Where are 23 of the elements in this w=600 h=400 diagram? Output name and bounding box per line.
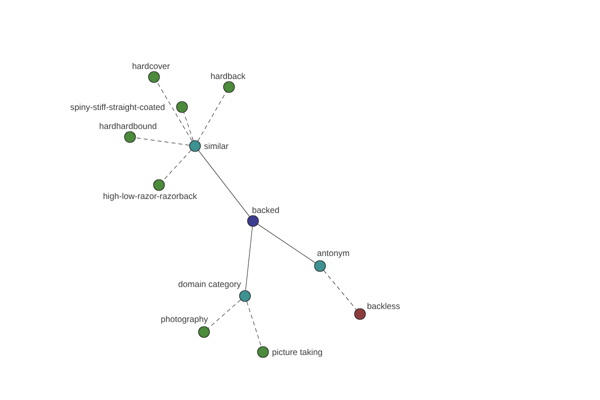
- connector-line: [198, 150, 250, 217]
- node-label: similar: [204, 142, 228, 150]
- node-label: hardback: [211, 72, 246, 80]
- connector-line: [162, 150, 192, 181]
- connector-line: [156, 82, 192, 142]
- connector-line: [208, 300, 241, 328]
- connector-line: [136, 138, 190, 146]
- node-label: backless: [368, 302, 400, 310]
- node-label: photography: [161, 316, 208, 324]
- node-label: domain category: [178, 280, 241, 289]
- node-label: backed: [252, 206, 279, 214]
- node-label: hardhardbound: [100, 122, 156, 130]
- connector-line: [246, 301, 262, 347]
- connector-line: [323, 270, 357, 310]
- connector-line: [184, 112, 194, 141]
- node-label: hardcover: [132, 62, 170, 70]
- node-label: high-low-razor-razorback: [104, 192, 197, 201]
- connector-line: [198, 92, 226, 142]
- connector-line: [258, 224, 316, 264]
- connector-line: [245, 226, 253, 290]
- node-label: spiny-stiff-straight-coated: [70, 104, 164, 112]
- node-label: picture taking: [272, 348, 322, 357]
- node-label: antonym: [317, 250, 350, 258]
